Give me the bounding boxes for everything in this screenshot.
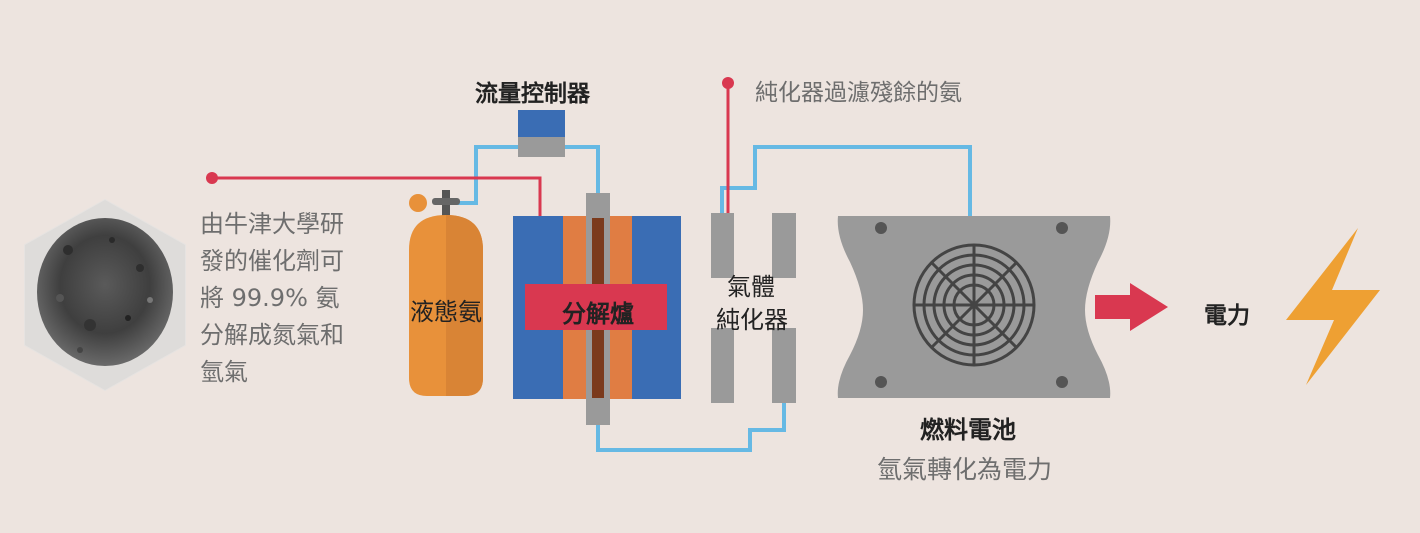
gas-purifier-label-line2: 純化器	[716, 306, 788, 334]
pointer-dot-catalyst	[206, 172, 218, 184]
catalyst-desc-line: 發的催化劑可	[200, 247, 344, 275]
pipe-purifier-to-fuelcell	[720, 145, 972, 216]
flow-controller	[518, 110, 565, 157]
decomposition-furnace	[513, 193, 681, 425]
pointer-dot-purifier	[722, 77, 734, 89]
catalyst-desc-line: 分解成氮氣和	[200, 321, 344, 349]
fan-icon	[912, 243, 1036, 367]
catalyst-desc-line: 將 99.9% 氨	[200, 284, 340, 312]
fuel-cell-description: 氫氣轉化為電力	[877, 455, 1053, 484]
pipe-controller-to-furnace	[563, 145, 600, 193]
pipe-tank-to-controller	[446, 145, 520, 205]
catalyst-desc-line: 氫氣	[200, 358, 248, 386]
flow-controller-label: 流量控制器	[475, 81, 590, 107]
gas-purifier-label-line1: 氣體	[727, 273, 775, 301]
powder-hexagon-icon	[24, 198, 186, 392]
liquid-ammonia-label: 液態氨	[410, 298, 482, 326]
pipe-furnace-to-purifier	[596, 403, 786, 452]
fuel-cell-title: 燃料電池	[920, 416, 1016, 444]
catalyst-description: 由牛津大學研 發的催化劑可 將 99.9% 氨 分解成氮氣和 氫氣	[200, 206, 390, 391]
gas-tank-icon	[409, 190, 483, 396]
fuel-cell	[837, 216, 1111, 398]
gas-purifier	[706, 213, 800, 403]
purifier-note-label: 純化器過濾殘餘的氨	[755, 80, 962, 106]
catalyst-desc-line: 由牛津大學研	[200, 210, 344, 238]
gas-pipes	[446, 145, 972, 452]
decomposer-label: 分解爐	[562, 300, 634, 328]
electricity-label: 電力	[1204, 303, 1250, 329]
arrow-right-icon	[1095, 283, 1168, 331]
lightning-bolt-icon	[1286, 228, 1380, 385]
